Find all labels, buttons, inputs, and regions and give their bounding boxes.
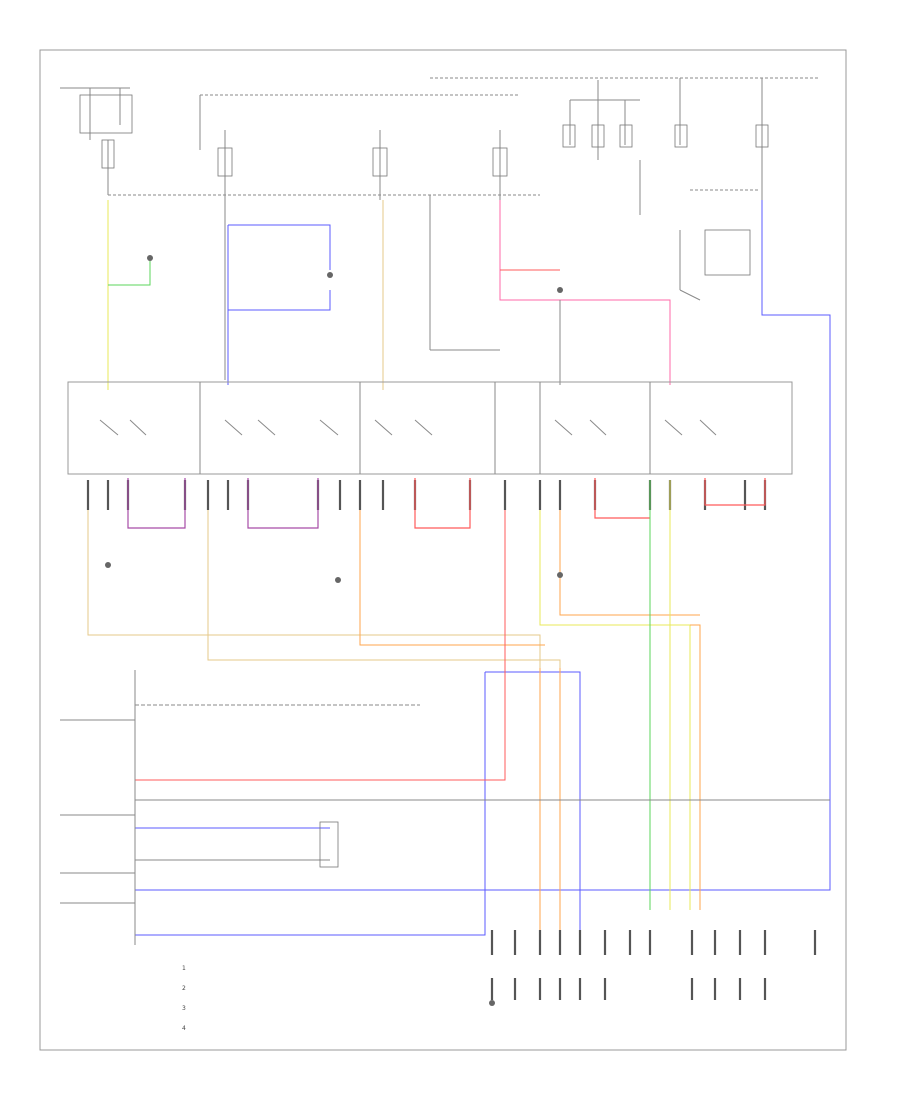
- upper-signal-wires: [107, 200, 831, 891]
- module-pins: [86, 480, 767, 510]
- power-supply-section: [60, 77, 820, 380]
- legend-item-2: 2: [182, 985, 186, 992]
- legend-item-1: 1: [182, 965, 186, 972]
- trailer-lamp-relay-module: [67, 381, 793, 475]
- diagram-frame: [39, 49, 847, 1051]
- legend-item-4: 4: [182, 1025, 186, 1032]
- legend-item-3: 3: [182, 1005, 186, 1012]
- lower-harness-wires: [87, 480, 830, 936]
- jumper-loops: [127, 478, 766, 529]
- ground-symbols: [105, 255, 563, 1006]
- bottom-connectors: [490, 930, 817, 1000]
- trailer-connector-block: [60, 670, 339, 945]
